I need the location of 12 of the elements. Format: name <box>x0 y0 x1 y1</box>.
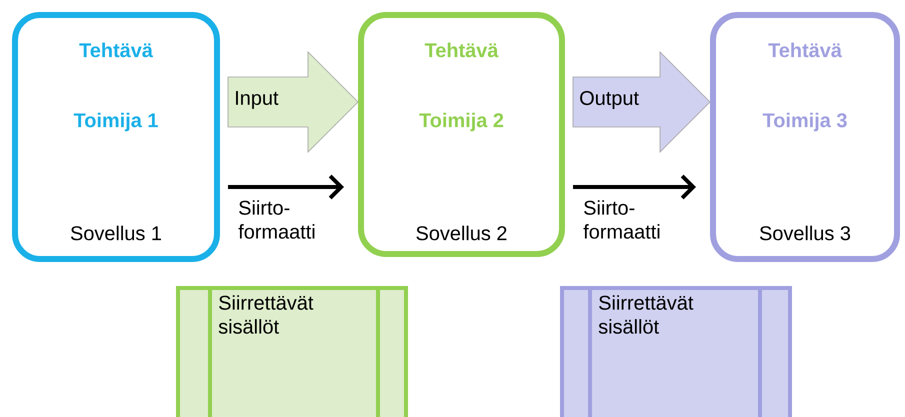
edge-label: Siirto- formaatti <box>583 200 660 239</box>
arrow-label: Output <box>580 90 639 110</box>
edge-label: Siirto- formaatti <box>238 200 314 239</box>
arrow <box>573 174 696 200</box>
arrow <box>228 174 344 200</box>
actor-box: Tehtävä Toimija 2 Sovellus 2 <box>358 12 565 257</box>
actor-box: Tehtävä Toimija 3 Sovellus 3 <box>710 12 900 262</box>
block-arrow <box>228 51 359 153</box>
content-box: Siirrettävät sisällöt <box>560 286 792 417</box>
block-arrow <box>572 51 711 153</box>
arrow-label: Input <box>236 91 278 109</box>
content-box: Siirrettävät sisällöt <box>176 286 408 417</box>
